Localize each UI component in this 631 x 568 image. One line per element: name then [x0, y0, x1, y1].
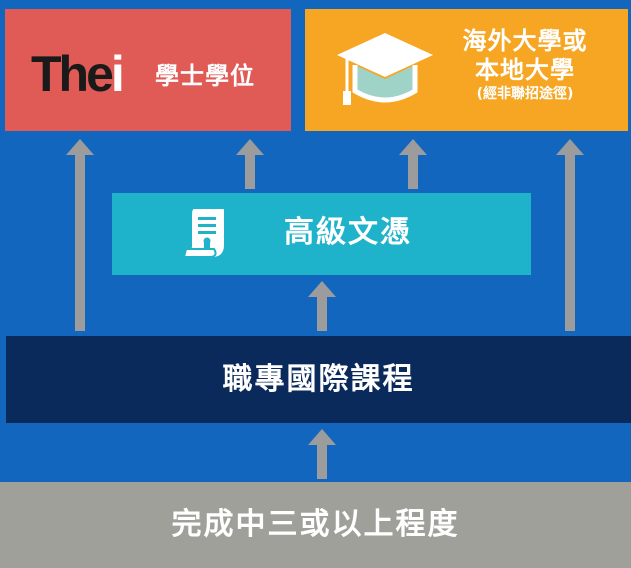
- certificate-icon: [182, 209, 224, 258]
- vtc-course-box: 職專國際課程: [6, 336, 631, 423]
- overseas-line-2: 本地大學: [475, 56, 575, 84]
- arrow-up-icon: [66, 139, 94, 331]
- graduation-cap-icon: [337, 33, 433, 105]
- arrow-up-icon: [308, 429, 336, 479]
- arrow-up-icon: [556, 139, 584, 331]
- entry-requirement-box: 完成中三或以上程度: [0, 482, 631, 568]
- thei-logo: Thei: [31, 46, 125, 102]
- higher-diploma-label: 高級文憑: [284, 215, 412, 250]
- overseas-line-1: 海外大學或: [462, 27, 588, 55]
- overseas-university-box: 海外大學或 本地大學 (經非聯招途徑): [305, 9, 628, 131]
- arrow-up-icon: [399, 139, 427, 189]
- degree-label: 學士學位: [155, 62, 255, 90]
- thei-degree-box: Thei 學士學位: [5, 9, 291, 131]
- arrow-up-icon: [236, 139, 264, 189]
- arrow-up-icon: [308, 281, 336, 331]
- entry-requirement-label: 完成中三或以上程度: [171, 507, 460, 542]
- vtc-course-label: 職專國際課程: [222, 362, 415, 397]
- higher-diploma-box: 高級文憑: [112, 193, 531, 275]
- overseas-university-text: 海外大學或 本地大學 (經非聯招途徑): [439, 27, 611, 103]
- overseas-note: (經非聯招途徑): [476, 86, 574, 102]
